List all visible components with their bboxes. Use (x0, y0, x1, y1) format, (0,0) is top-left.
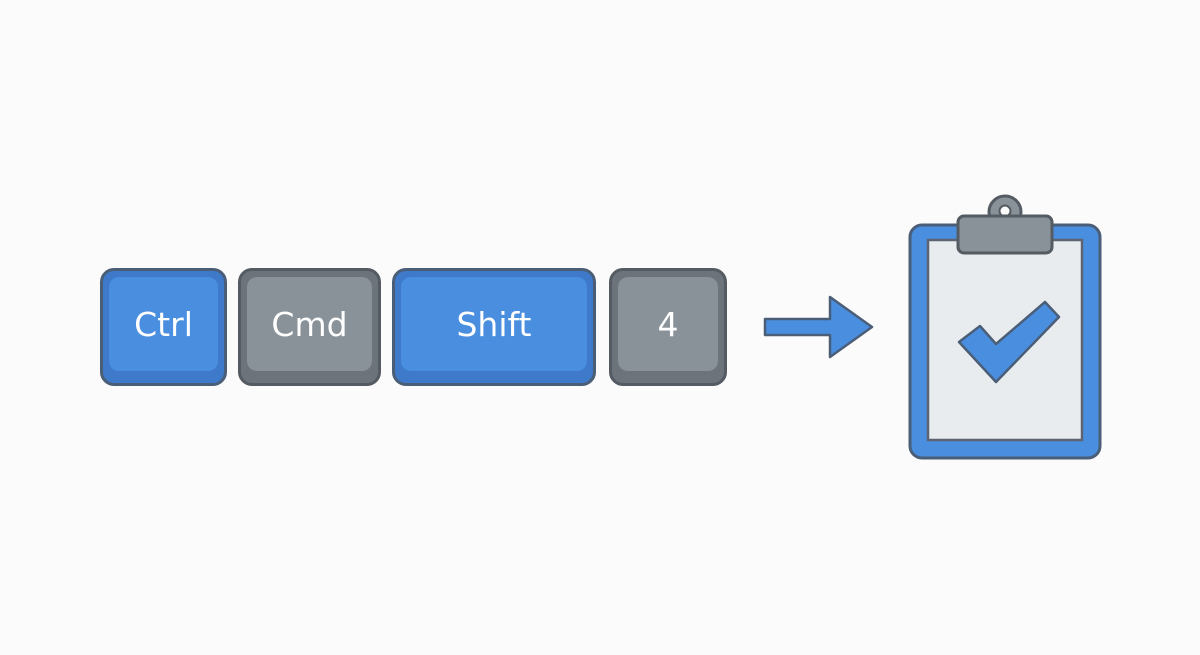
arrow-right-icon (763, 295, 874, 359)
key-ctrl-label: Ctrl (109, 277, 218, 371)
key-shift: Shift (392, 268, 596, 386)
key-cmd-label: Cmd (247, 277, 372, 371)
key-ctrl: Ctrl (100, 268, 227, 386)
key-shift-label: Shift (401, 277, 587, 371)
key-cmd: Cmd (238, 268, 381, 386)
key-4-label: 4 (618, 277, 718, 371)
key-4: 4 (609, 268, 727, 386)
clipboard-check-icon (908, 194, 1102, 460)
